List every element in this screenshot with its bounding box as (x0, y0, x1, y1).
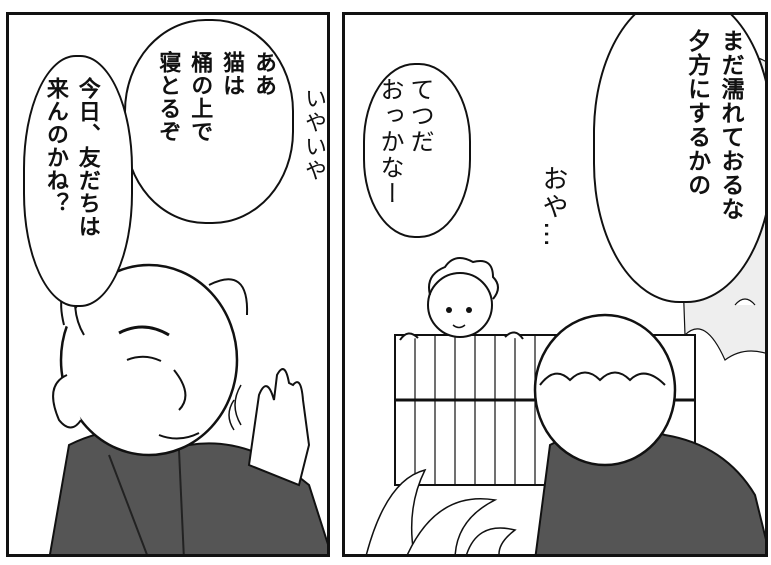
speech-bubble-cat (124, 19, 294, 224)
manga-panel-right: まだ濡れておるな 夕方にするかの てつだ おっかなー おや… (342, 12, 768, 557)
speech-text-friend: 今日、友だちは 来んのかね？ (39, 77, 103, 238)
speech-line: 寝とるぞ (155, 51, 182, 143)
speech-bubble-friend (23, 55, 133, 307)
speech-line: 猫は (219, 51, 246, 97)
speech-text-wet: まだ濡れておるな 夕方にするかの (680, 29, 747, 221)
speech-line: ああ (251, 51, 277, 97)
speech-bubble-wet (593, 15, 765, 303)
sfx-oya: おや… (538, 165, 568, 249)
speech-line: 夕方にするかの (683, 29, 711, 197)
sfx-iyaiya: いやいや (301, 87, 326, 183)
manga-panel-left: ああ 猫は 桶の上で 寝とるぞ 今日、友だちは 来んのかね？ いやいや (6, 12, 330, 557)
speech-line: 来んのかね？ (42, 77, 69, 215)
speech-text-help: てつだ おっかなー (375, 77, 435, 207)
speech-bubble-help (363, 63, 471, 238)
speech-text-cat: ああ 猫は 桶の上で 寝とるぞ (151, 51, 279, 143)
old-man-illustration (49, 263, 327, 554)
speech-line: 桶の上で (187, 51, 214, 143)
speech-line: まだ濡れておるな (717, 29, 744, 221)
speech-line: おっかなー (376, 77, 404, 207)
speech-line: てつだ (406, 77, 434, 155)
speech-line: 今日、友だちは (74, 77, 101, 238)
